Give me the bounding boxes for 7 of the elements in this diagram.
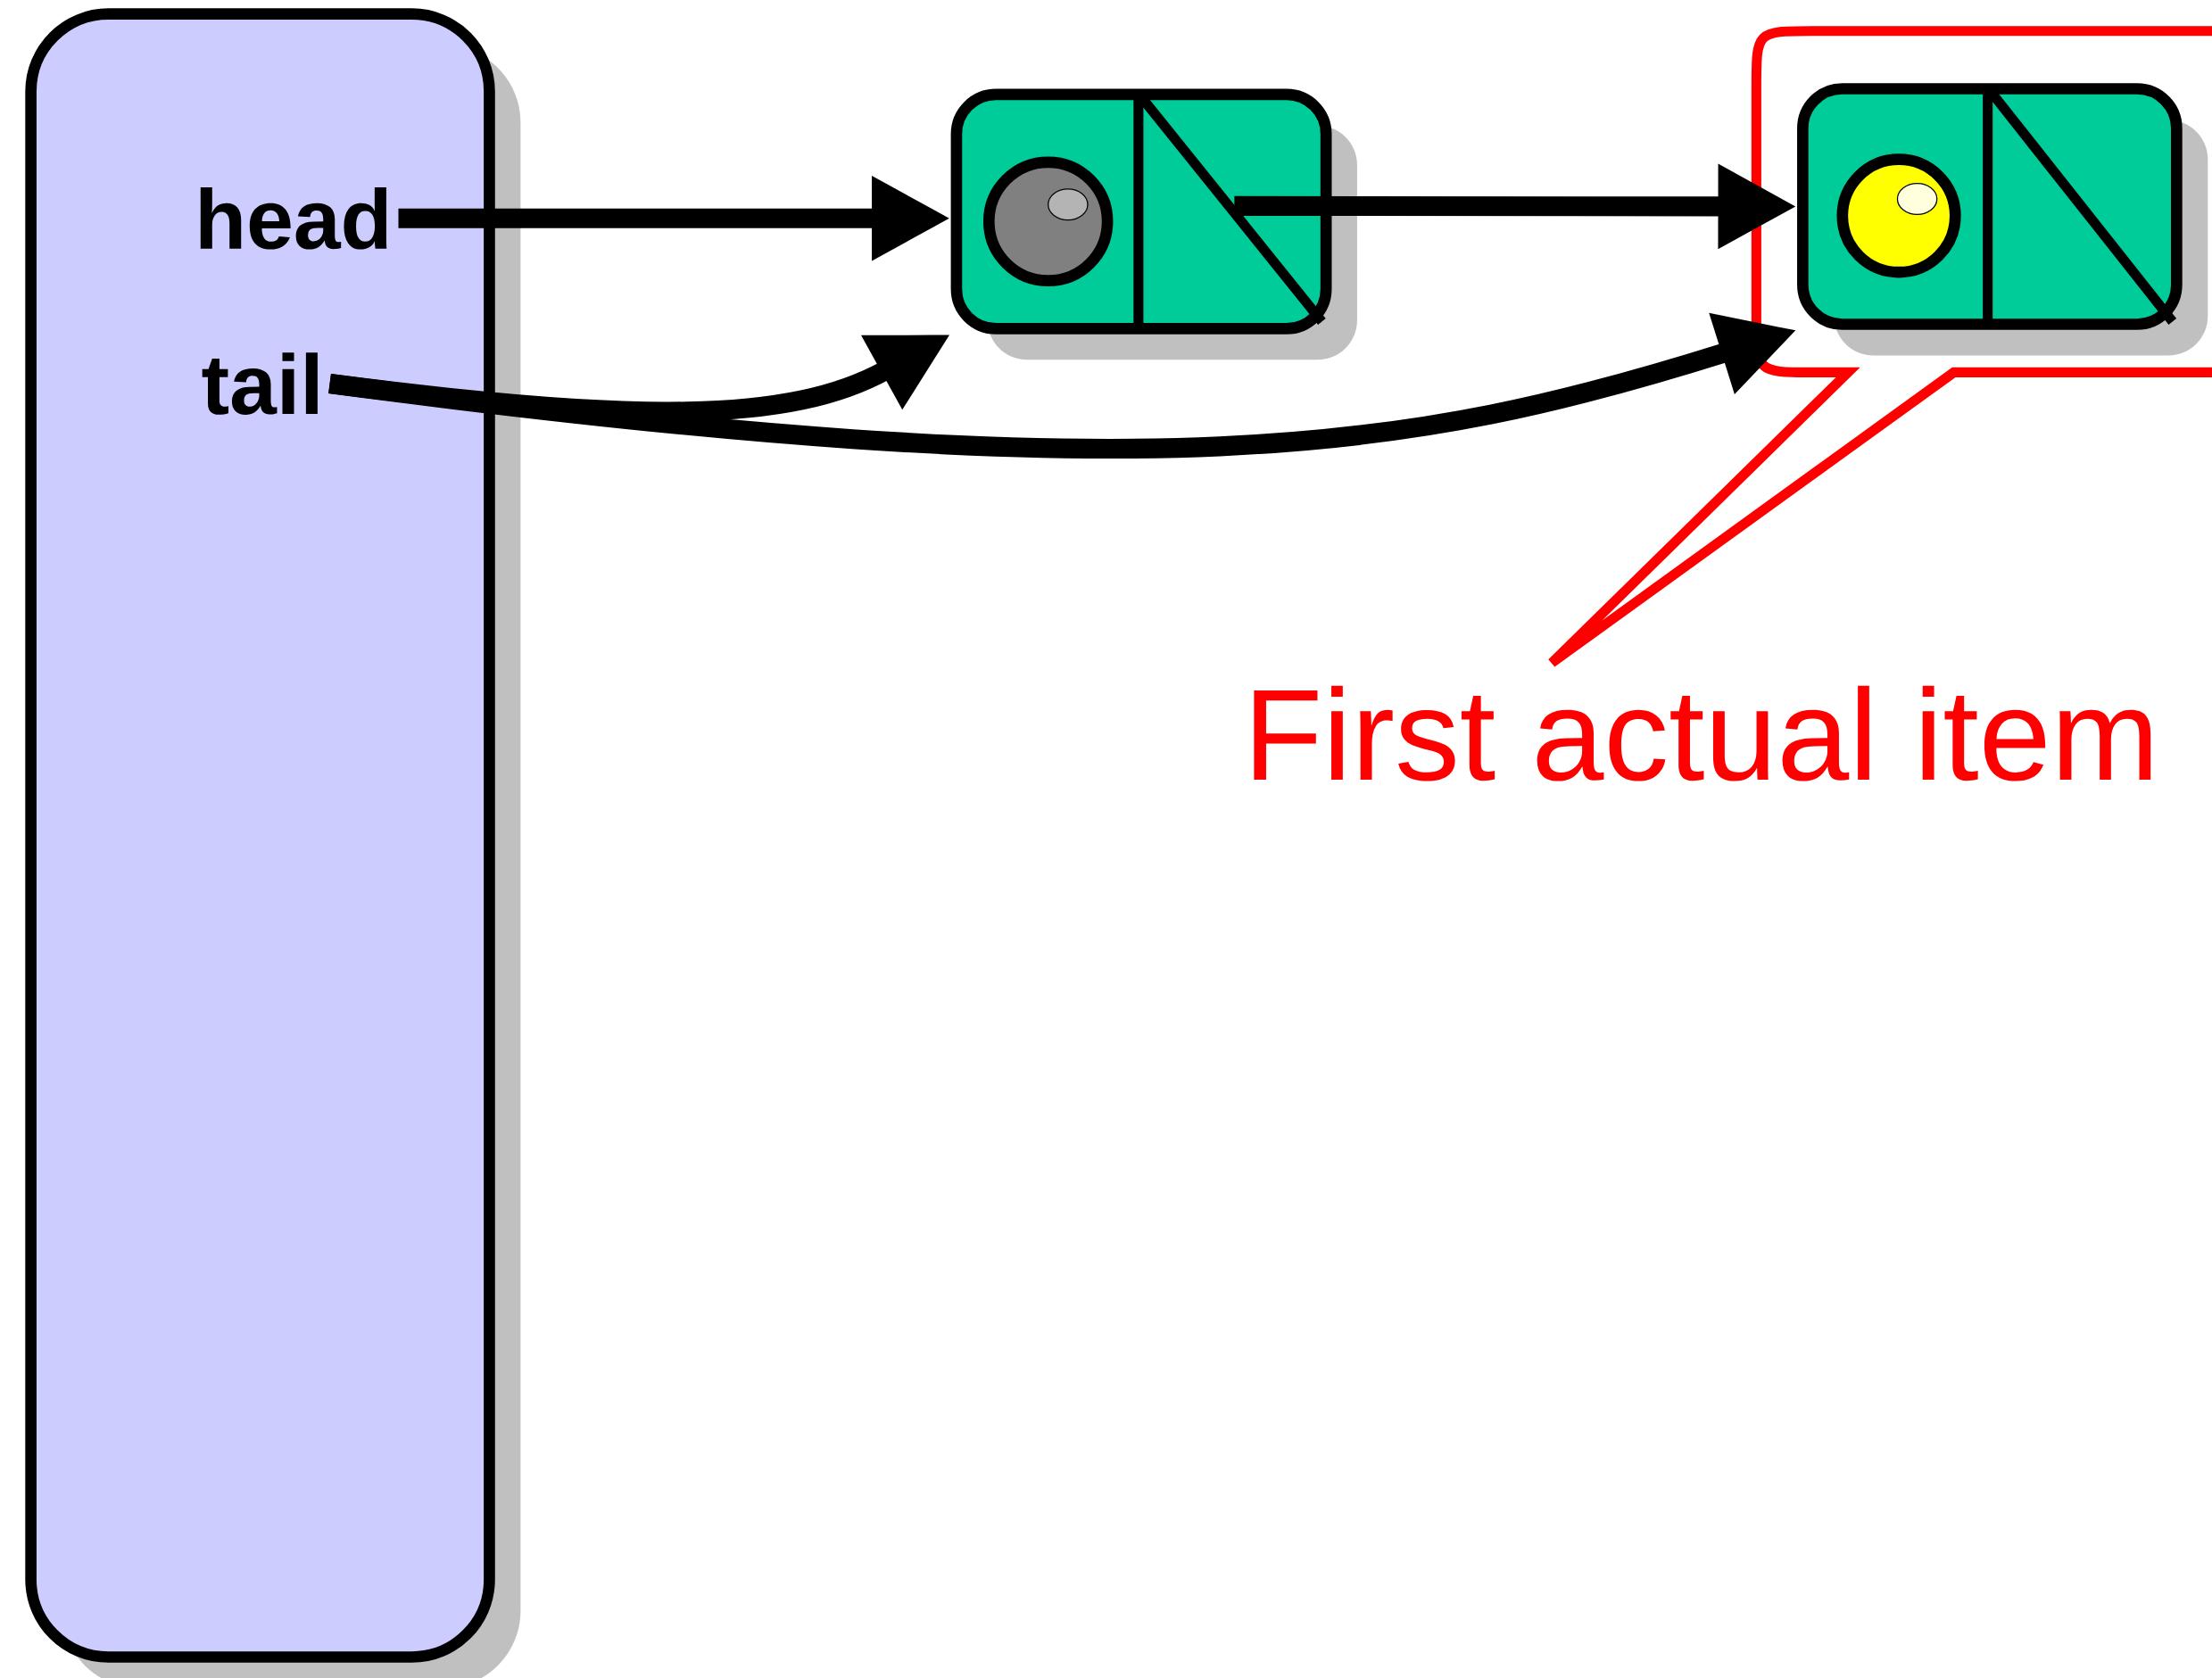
list-node [1797, 82, 2208, 356]
node-label: First actual item [1254, 685, 2151, 781]
list-node [950, 88, 1357, 360]
callout: First actual item [1254, 26, 2212, 781]
pointer-label: head [200, 186, 387, 250]
panel-box [25, 8, 521, 1678]
pointer-label: tail [202, 352, 318, 415]
